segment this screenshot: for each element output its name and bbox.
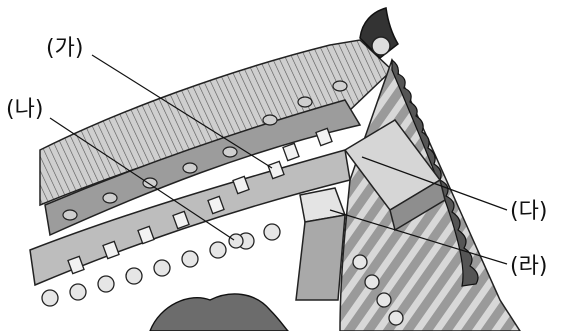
label-da: (다) — [510, 201, 547, 223]
label-ra: (라) — [510, 256, 547, 278]
label-na: (나) — [6, 99, 43, 121]
label-ga: (가) — [46, 38, 83, 60]
ridge-end-disc — [372, 37, 390, 55]
bottom-ornament — [150, 294, 288, 331]
corner-bracket-lower — [296, 215, 345, 300]
